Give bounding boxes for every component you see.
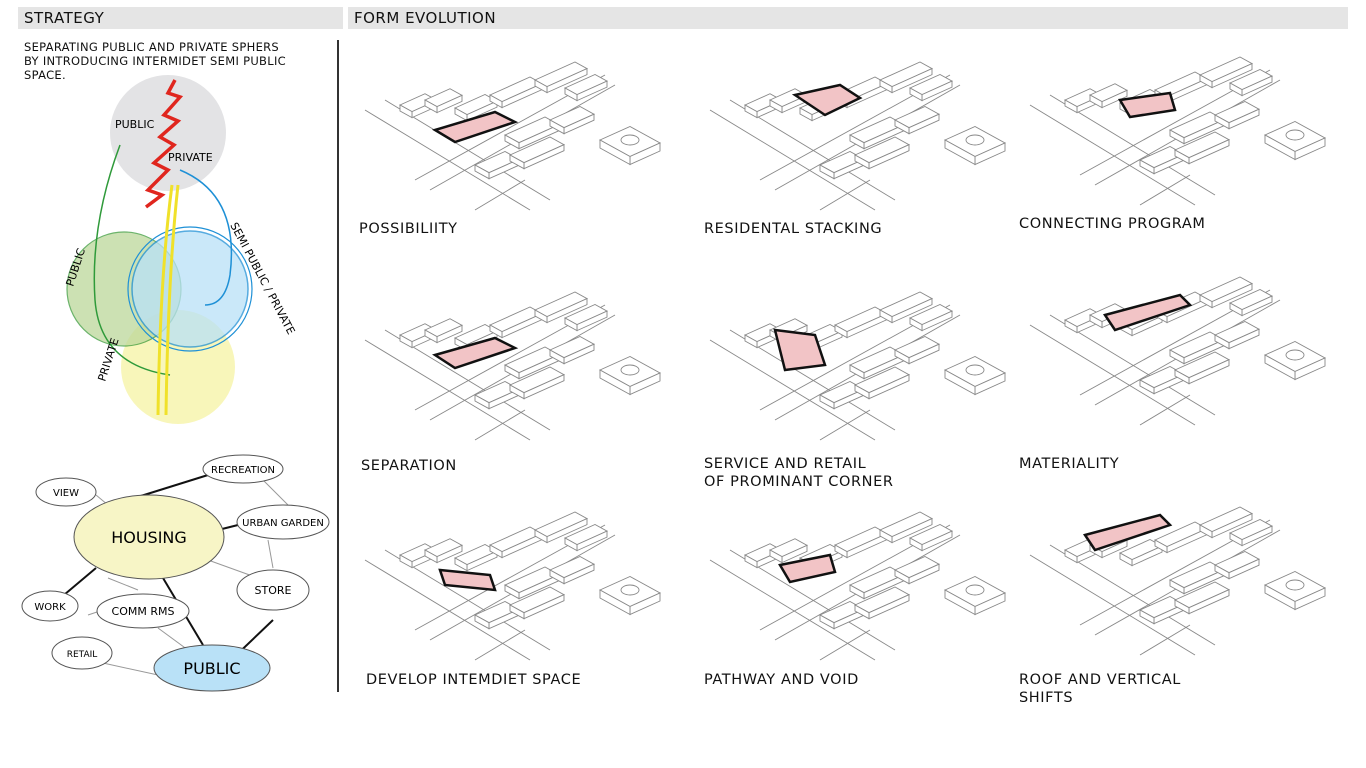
label-housing: HOUSING bbox=[111, 528, 187, 547]
sketch-possibility bbox=[364, 61, 662, 211]
zigzag-divider bbox=[144, 79, 184, 209]
green-arc bbox=[93, 144, 171, 376]
sketch-roof-vertical bbox=[1029, 506, 1327, 656]
yellow-line-2 bbox=[164, 184, 180, 416]
caption-residential-stacking: RESIDENTAL STACKING bbox=[704, 221, 883, 237]
venn-private-bottom: PRIVATE bbox=[95, 336, 121, 383]
form-evolution-header: FORM EVOLUTION bbox=[348, 7, 1348, 29]
bubble-recreation bbox=[202, 454, 284, 484]
bubble-housing bbox=[73, 494, 225, 580]
caption-connecting-program: CONNECTING PROGRAM bbox=[1019, 216, 1206, 232]
sketch-service-retail bbox=[709, 291, 1007, 441]
label-view: VIEW bbox=[53, 488, 79, 499]
section-divider bbox=[337, 40, 339, 692]
strategy-header: STRATEGY bbox=[18, 7, 343, 29]
sketch-pathway-void bbox=[709, 511, 1007, 661]
public-private-circle bbox=[110, 75, 226, 191]
caption-roof-vertical: ROOF AND VERTICAL SHIFTS bbox=[1019, 672, 1181, 706]
label-comm-rms: COMM RMS bbox=[112, 605, 175, 618]
blue-arc bbox=[179, 169, 233, 306]
caption-materiality: MATERIALITY bbox=[1019, 456, 1120, 472]
label-work: WORK bbox=[34, 602, 66, 613]
caption-service-retail: SERVICE AND RETAIL OF PROMINANT CORNER bbox=[704, 456, 894, 490]
sketch-residential-stacking bbox=[709, 61, 1007, 211]
venn-public-top: PUBLIC bbox=[115, 118, 155, 131]
bubble-diagram: RECREATION VIEW HOUSING URBAN GARDEN STO… bbox=[21, 454, 330, 692]
label-store: STORE bbox=[255, 584, 292, 597]
form-evolution-header-label: FORM EVOLUTION bbox=[354, 9, 497, 27]
caption-separation: SEPARATION bbox=[361, 458, 457, 474]
venn-private-top: PRIVATE bbox=[168, 151, 213, 164]
caption-develop-intermediate: DEVELOP INTEMDIET SPACE bbox=[366, 672, 582, 688]
bubble-public bbox=[153, 644, 271, 692]
label-urban-garden: URBAN GARDEN bbox=[242, 518, 324, 529]
label-recreation: RECREATION bbox=[211, 465, 275, 476]
bubble-work bbox=[21, 590, 79, 622]
bubble-urban-garden bbox=[236, 504, 330, 540]
strategy-header-label: STRATEGY bbox=[24, 9, 105, 27]
caption-pathway-void: PATHWAY AND VOID bbox=[704, 672, 859, 688]
bubble-store bbox=[236, 569, 310, 611]
label-public: PUBLIC bbox=[183, 659, 240, 678]
bubble-comm-rms bbox=[96, 593, 190, 629]
sketch-separation bbox=[364, 291, 662, 441]
venn-diagram: PUBLIC PRIVATE PUBLIC PRIVATE SEMI PUBLI… bbox=[63, 75, 297, 424]
sketch-develop-intermediate bbox=[364, 511, 662, 661]
yellow-line-1 bbox=[156, 184, 174, 416]
bubble-retail bbox=[51, 636, 113, 670]
bubble-view bbox=[35, 477, 97, 507]
label-retail: RETAIL bbox=[67, 650, 98, 660]
sketch-connecting-program bbox=[1029, 56, 1327, 206]
strategy-description: SEPARATING PUBLIC AND PRIVATE SPHERS BY … bbox=[24, 40, 286, 82]
caption-possibility: POSSIBILIITY bbox=[359, 221, 458, 237]
sketch-materiality bbox=[1029, 276, 1327, 426]
